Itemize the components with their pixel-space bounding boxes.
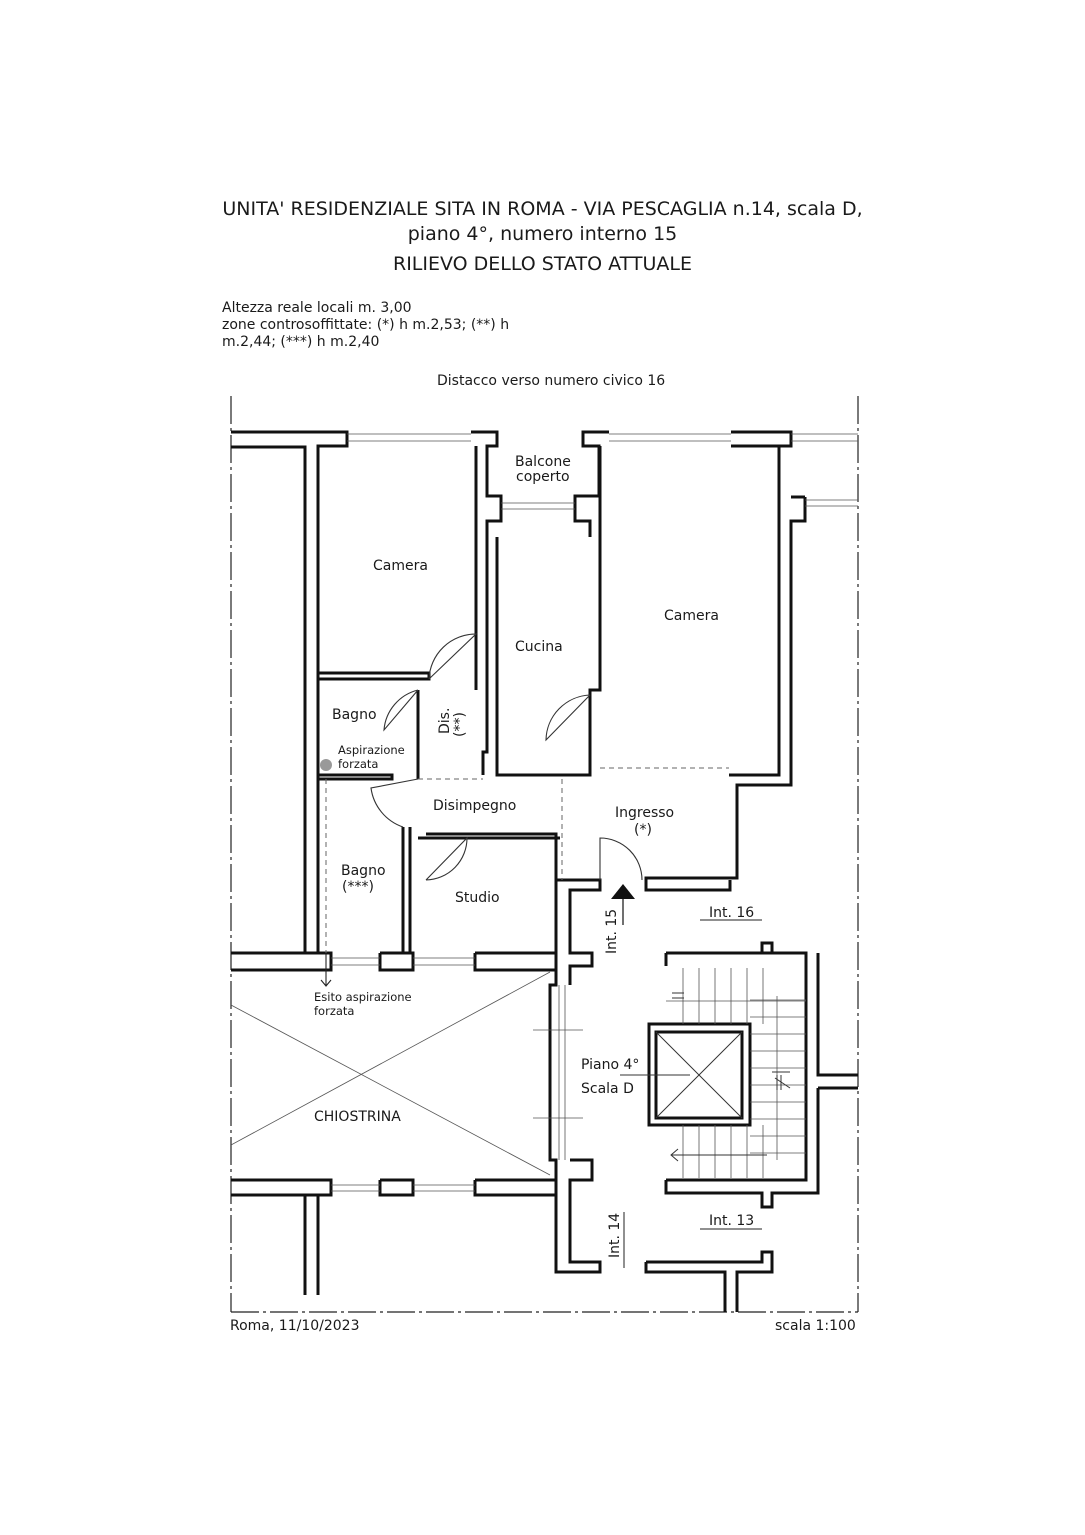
label-int-16: Int. 16 (709, 905, 754, 921)
note-line-2: zone controsoffittate: (*) h m.2,53; (**… (222, 317, 510, 333)
windows (331, 433, 858, 1192)
chiostrina-cross (230, 971, 551, 1176)
stair-treads (666, 968, 806, 1178)
label-int-15: Int. 15 (604, 909, 620, 954)
label-balcone: Balcone (515, 454, 571, 470)
dashed-lines (325, 767, 729, 953)
aspiration-dot (320, 759, 332, 771)
label-chiostrina: CHIOSTRINA (314, 1109, 401, 1125)
label-piano: Piano 4° (581, 1057, 639, 1073)
label-cucina: Cucina (515, 639, 563, 655)
label-int-13: Int. 13 (709, 1213, 754, 1229)
top-label: Distacco verso numero civico 16 (437, 373, 666, 389)
label-bagno-lower: Bagno (341, 863, 386, 879)
title-line-1: UNITA' RESIDENZIALE SITA IN ROMA - VIA P… (222, 198, 863, 220)
entrance-arrow (611, 884, 635, 899)
label-aspirazione: Aspirazione (338, 743, 405, 757)
label-dis: Dis. (437, 708, 453, 734)
subtitle: RILIEVO DELLO STATO ATTUALE (393, 253, 692, 275)
label-esito: Esito aspirazione (314, 990, 412, 1004)
label-studio: Studio (455, 890, 500, 906)
label-coperto: coperto (516, 469, 570, 485)
unit-underlines (623, 919, 762, 1268)
walls (231, 430, 858, 1312)
label-bagno-upper: Bagno (332, 707, 377, 723)
label-ingresso-ceiling: (*) (634, 822, 652, 838)
stair-details (620, 992, 791, 1162)
label-scala: Scala D (581, 1081, 634, 1097)
footer-scale: scala 1:100 (775, 1318, 856, 1334)
footer-date: Roma, 11/10/2023 (230, 1318, 360, 1334)
label-forzata: forzata (338, 757, 378, 771)
label-ingresso: Ingresso (615, 805, 674, 821)
boundary-lines (230, 396, 859, 1313)
exhaust-arrow (320, 953, 332, 987)
label-disimpegno: Disimpegno (433, 798, 516, 814)
room-labels: Balcone coperto Camera Camera Cucina Bag… (314, 454, 754, 1258)
label-int-14: Int. 14 (607, 1213, 623, 1258)
note-line-1: Altezza reale locali m. 3,00 (222, 300, 412, 316)
note-line-3: m.2,44; (***) h m.2,40 (222, 334, 380, 350)
label-esito-forzata: forzata (314, 1004, 354, 1018)
title-line-2: piano 4°, numero interno 15 (407, 223, 678, 245)
label-dis-ceiling: (**) (452, 712, 468, 737)
label-camera-right: Camera (664, 608, 719, 624)
label-camera-left: Camera (373, 558, 428, 574)
door-swings (370, 633, 643, 881)
label-bagno-lower-ceiling: (***) (342, 879, 374, 895)
height-notes: Altezza reale locali m. 3,00 zone contro… (222, 300, 509, 351)
